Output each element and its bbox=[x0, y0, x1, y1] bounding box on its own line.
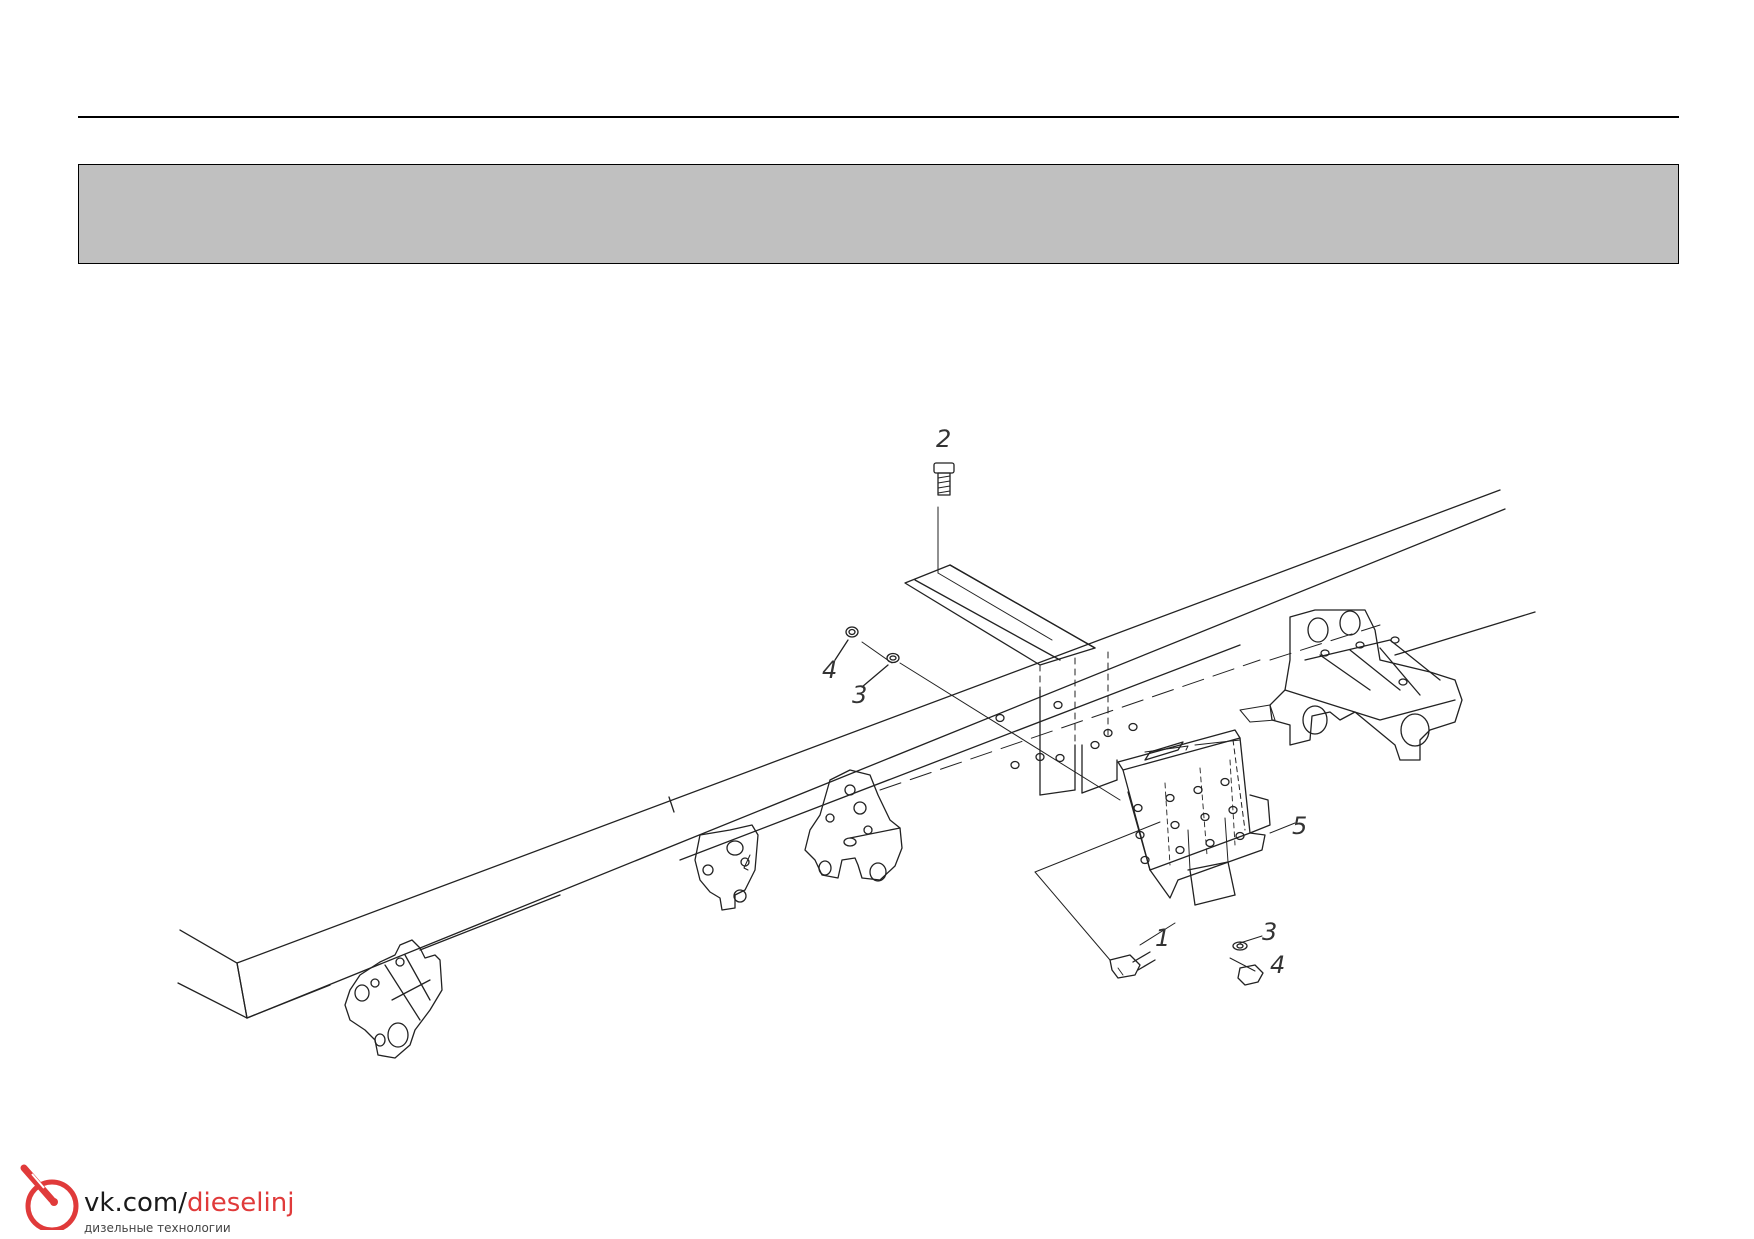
nut-washer-lower bbox=[1232, 941, 1264, 986]
mounting-bracket bbox=[1117, 729, 1271, 906]
watermark-url-prefix: vk.com/ bbox=[84, 1188, 187, 1218]
watermark-url: vk.com/dieselinj bbox=[84, 1188, 294, 1218]
callout-labels: 2 4 3 5 1 3 4 bbox=[822, 425, 1307, 979]
callout-4-upper: 4 bbox=[822, 656, 837, 684]
front-spring-hanger bbox=[344, 939, 443, 1059]
leader-lines bbox=[861, 506, 1296, 972]
callout-3-upper: 3 bbox=[852, 681, 867, 709]
shackle-bracket bbox=[694, 824, 759, 911]
callout-4-lower: 4 bbox=[1270, 951, 1285, 979]
watermark-tagline: дизельные технологии bbox=[84, 1221, 231, 1235]
callout-5: 5 bbox=[1292, 812, 1307, 840]
callout-3-lower: 3 bbox=[1262, 918, 1277, 946]
watermark-url-accent: dieselinj bbox=[187, 1188, 295, 1218]
callout-2: 2 bbox=[936, 425, 951, 453]
title-band bbox=[78, 164, 1679, 264]
middle-spring-hanger bbox=[804, 769, 903, 882]
bolt-item-1 bbox=[1109, 951, 1156, 979]
injector-logo-icon bbox=[20, 1164, 79, 1230]
header-rule bbox=[78, 116, 1679, 118]
bolt-item-2 bbox=[933, 462, 955, 496]
rear-spring-hanger bbox=[1239, 609, 1463, 761]
frame-rail bbox=[177, 489, 1536, 1019]
callout-1: 1 bbox=[1155, 924, 1170, 952]
crossmember bbox=[904, 564, 1138, 796]
nut-washer-upper bbox=[834, 626, 900, 688]
